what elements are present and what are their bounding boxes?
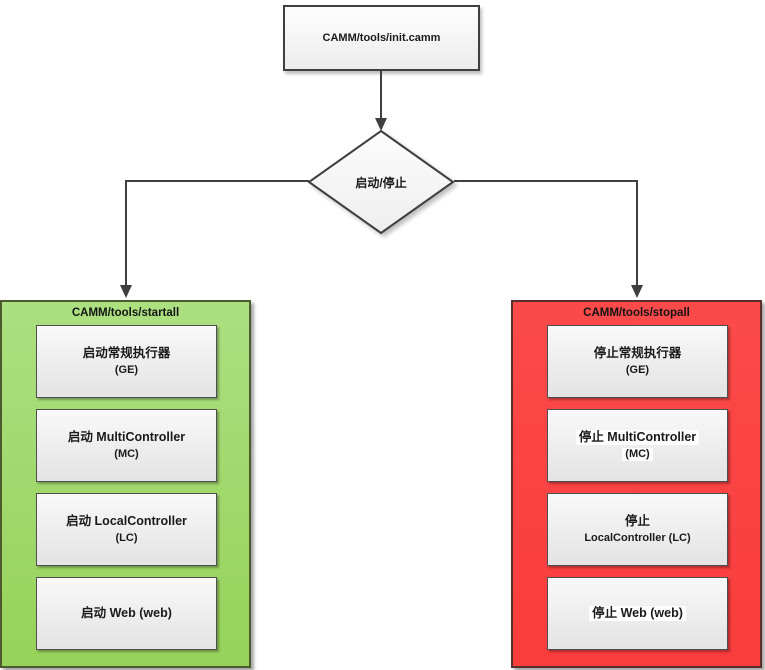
connector-right-horizontal — [454, 180, 637, 182]
start-step-lc: 启动 LocalController (LC) — [36, 493, 217, 566]
stop-step-ge: 停止常规执行器 (GE) — [547, 325, 728, 398]
start-step-ge-line2: (GE) — [114, 364, 139, 377]
start-step-mc-line1: 启动 MultiController — [67, 429, 186, 444]
start-step-lc-line2: (LC) — [115, 532, 138, 545]
connector-left-horizontal — [126, 180, 309, 182]
start-step-mc-line2: (MC) — [114, 448, 139, 461]
stop-step-lc-line1: 停止 — [624, 513, 650, 528]
stop-step-ge-line1: 停止常规执行器 — [593, 345, 682, 360]
arrowhead-down-icon — [120, 285, 132, 298]
stop-step-web-line1: 停止 Web (web) — [589, 605, 686, 622]
stop-step-mc-line2: (MC) — [622, 448, 653, 462]
start-step-mc: 启动 MultiController (MC) — [36, 409, 217, 482]
stop-step-web: 停止 Web (web) — [547, 577, 728, 650]
connector-left-vertical — [125, 180, 127, 286]
arrowhead-down-icon — [375, 118, 387, 131]
init-box-label: CAMM/tools/init.camm — [322, 32, 441, 44]
stop-step-mc-line1: 停止 MultiController — [575, 429, 700, 446]
stop-step-mc: 停止 MultiController (MC) — [547, 409, 728, 482]
connector-right-vertical — [636, 180, 638, 286]
start-step-web-line1: 启动 Web (web) — [81, 605, 172, 620]
startall-title: CAMM/tools/startall — [71, 307, 180, 319]
stop-step-lc: 停止 LocalController (LC) — [547, 493, 728, 566]
stopall-container: CAMM/tools/stopall 停止常规执行器 (GE) 停止 Multi… — [511, 300, 762, 668]
stop-step-ge-line2: (GE) — [625, 364, 650, 377]
connector-init-to-decision — [380, 69, 382, 118]
decision-label: 启动/停止 — [355, 175, 407, 190]
start-step-web: 启动 Web (web) — [36, 577, 217, 650]
arrowhead-down-icon — [631, 285, 643, 298]
stopall-title: CAMM/tools/stopall — [583, 307, 690, 319]
start-step-ge: 启动常规执行器 (GE) — [36, 325, 217, 398]
decision-diamond — [307, 129, 455, 235]
start-step-lc-line1: 启动 LocalController — [66, 513, 187, 528]
init-box: CAMM/tools/init.camm — [283, 5, 480, 71]
start-step-ge-line1: 启动常规执行器 — [82, 345, 171, 360]
stop-step-lc-line2: LocalController (LC) — [584, 532, 691, 545]
startall-container: CAMM/tools/startall 启动常规执行器 (GE) 启动 Mult… — [0, 300, 251, 668]
